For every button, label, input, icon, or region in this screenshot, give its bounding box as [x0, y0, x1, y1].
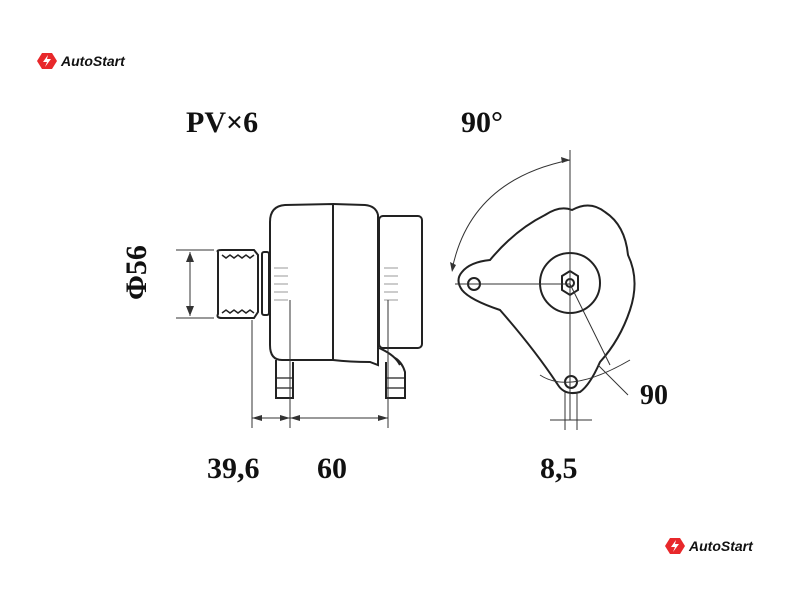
pulley-flange [261, 251, 270, 316]
angle2-label: 90 [640, 380, 668, 411]
foot-front [275, 360, 294, 399]
rear-cover-edge [378, 347, 401, 366]
logo-text: AutoStart [689, 538, 753, 554]
angle-arrows [450, 157, 570, 272]
front-housing-outline [457, 204, 636, 395]
hole-dimension-label: 8,5 [540, 452, 578, 485]
logo-text: AutoStart [61, 53, 125, 69]
pulley-diameter-label: Φ56 [120, 245, 153, 300]
foot-rear [385, 357, 406, 399]
rear-cover [378, 215, 423, 349]
mount-dimension-label: 60 [317, 452, 347, 485]
side-view [176, 202, 423, 428]
hidden-bolt-lines [274, 267, 398, 301]
brand-logo-top: AutoStart [37, 52, 125, 70]
logo-icon [665, 538, 685, 554]
logo-icon [37, 53, 57, 69]
brand-logo-bottom: AutoStart [665, 537, 753, 555]
rear-housing [332, 203, 379, 367]
front-housing [269, 202, 334, 361]
front-view [450, 150, 636, 430]
pulley-grooves [221, 254, 255, 314]
foot-rear-ribs [386, 377, 405, 389]
dimension-lines [176, 249, 389, 428]
pulley [216, 249, 259, 319]
front-dimension-label: 39,6 [207, 452, 260, 485]
angle-label: 90° [461, 106, 503, 139]
angle-dimension-lines [451, 150, 631, 430]
belt-type-label: PV×6 [186, 106, 259, 139]
dimension-arrows [186, 252, 388, 421]
